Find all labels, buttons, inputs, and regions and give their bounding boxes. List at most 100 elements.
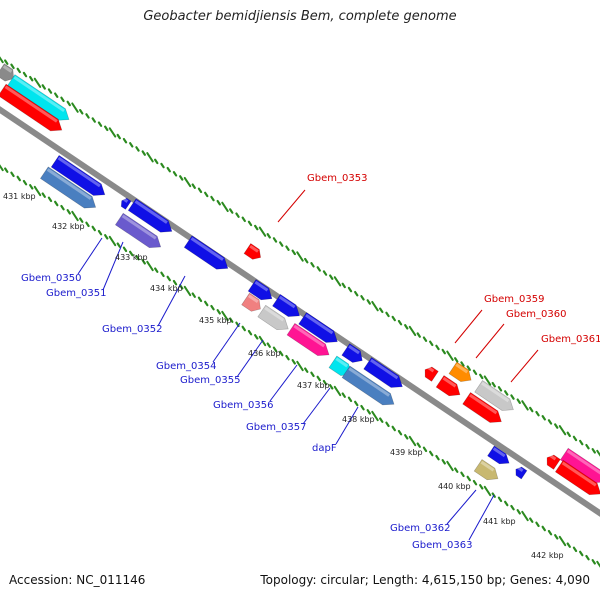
gene-Gbem_0355-highlight [278, 295, 296, 309]
outer-tick [135, 146, 140, 152]
leader-Gbem_0355 [236, 339, 264, 378]
outer-tick [22, 71, 28, 78]
gene-Gbem_0362-shape [473, 459, 499, 481]
gene-Gbem_0350-highlight [57, 156, 101, 188]
kbp-label: 438 kbp [342, 415, 375, 424]
gene-Gbem_0352-c-highlight [190, 237, 224, 261]
inner-tick [29, 184, 34, 190]
outer-tick [535, 410, 540, 417]
gene-Gbem_0355-shape [272, 293, 301, 317]
gene-Gbem_0361-gray-highlight [481, 381, 510, 403]
gene-cyan-top-shape [6, 74, 70, 121]
inner-tick [91, 225, 96, 232]
outer-tick [104, 125, 109, 132]
outer-tick [572, 435, 578, 442]
outer-tick [29, 75, 34, 82]
gene-red-edge [546, 454, 561, 470]
outer-tick [41, 84, 46, 90]
outer-tick [71, 102, 79, 113]
outer-tick [108, 127, 117, 138]
inner-tick [229, 317, 234, 323]
leader-Gbem_0357 [302, 387, 331, 425]
gene-Gbem_0359-highlight [455, 363, 469, 374]
outer-tick [310, 262, 315, 268]
inner-tick [472, 479, 478, 486]
gene-Gbem_0362 [473, 459, 499, 481]
gene-Gbem_0360-highlight [442, 376, 457, 388]
inner-tick [416, 442, 421, 448]
gene-Gbem_0352-b-shape [114, 212, 162, 249]
inner-tick [33, 185, 42, 197]
outer-tick [47, 88, 53, 94]
outer-tick [258, 226, 267, 237]
outer-tick [296, 251, 304, 262]
kbp-label: 442 kbp [531, 551, 564, 560]
outer-tick [441, 348, 446, 355]
gene-Gbem_0353 [243, 243, 261, 260]
outer-tick [122, 137, 128, 144]
gene-Gbem_0357-shape [341, 343, 363, 363]
outer-tick [446, 350, 454, 361]
gene-label-Gbem_0362: Gbem_0362 [390, 523, 450, 534]
gene-label-Gbem_0360: Gbem_0360 [506, 309, 566, 320]
inner-tick [429, 450, 434, 457]
leader-Gbem_0354 [212, 322, 241, 363]
outer-tick [529, 406, 534, 413]
gene-Gbem_0360 [435, 375, 461, 397]
inner-tick [304, 367, 309, 373]
gene-pink-shape [241, 292, 261, 312]
gene-red-small-highlight [426, 366, 435, 373]
outer-tick [10, 63, 15, 70]
inner-tick [408, 435, 417, 447]
gene-cyan-top-highlight [13, 76, 65, 113]
topology-text: Topology: circular; Length: 4,615,150 bp… [260, 573, 590, 587]
outer-tick [479, 373, 484, 380]
gene-Gbem_0351-highlight [46, 168, 92, 200]
gene-Gbem_0354-highlight [254, 280, 269, 292]
outer-tick [379, 307, 384, 314]
inner-tick [197, 296, 203, 303]
outer-tick [291, 249, 296, 256]
inner-tick [71, 210, 79, 222]
outer-tick [566, 431, 571, 438]
inner-tick [460, 471, 465, 478]
inner-tick [210, 304, 215, 311]
inner-tick [360, 404, 365, 411]
gene-label-Gbem_0357: Gbem_0357 [246, 422, 306, 433]
gene-label-Gbem_0352: Gbem_0352 [102, 324, 162, 335]
inner-tick [172, 279, 178, 286]
outer-tick [366, 299, 371, 305]
leader-Gbem_0351 [102, 241, 124, 291]
inner-tick [554, 534, 559, 540]
outer-tick [547, 419, 553, 425]
inner-tick [333, 385, 342, 397]
inner-tick [454, 467, 459, 473]
inner-tick [391, 425, 396, 432]
outer-tick [191, 183, 196, 189]
gene-cyan-highlight [335, 357, 349, 368]
gene-track [0, 63, 600, 496]
inner-tick [322, 379, 328, 386]
gene-Gbem_0351 [39, 166, 97, 209]
leader-dapF [335, 406, 359, 445]
inner-tick [579, 550, 584, 557]
outer-tick [204, 191, 209, 198]
outer-tick [491, 381, 496, 388]
gene-Gbem_0356-magenta-highlight [293, 324, 325, 348]
outer-tick [235, 212, 240, 218]
outer-tick-ring [0, 56, 600, 457]
outer-tick [154, 158, 159, 165]
outer-tick [333, 276, 342, 287]
kbp-label: 434 kbp [150, 284, 183, 293]
gene-Gbem_0361-gray [474, 380, 514, 411]
inner-tick [435, 454, 440, 461]
outer-tick [585, 443, 590, 450]
outer-tick [79, 109, 84, 115]
inner-tick [266, 342, 271, 348]
gene-Gbem_0355 [272, 293, 301, 317]
gene-gray-edge-highlight [2, 65, 13, 73]
inner-tick [404, 434, 409, 440]
gene-tiny-blue [515, 466, 528, 480]
